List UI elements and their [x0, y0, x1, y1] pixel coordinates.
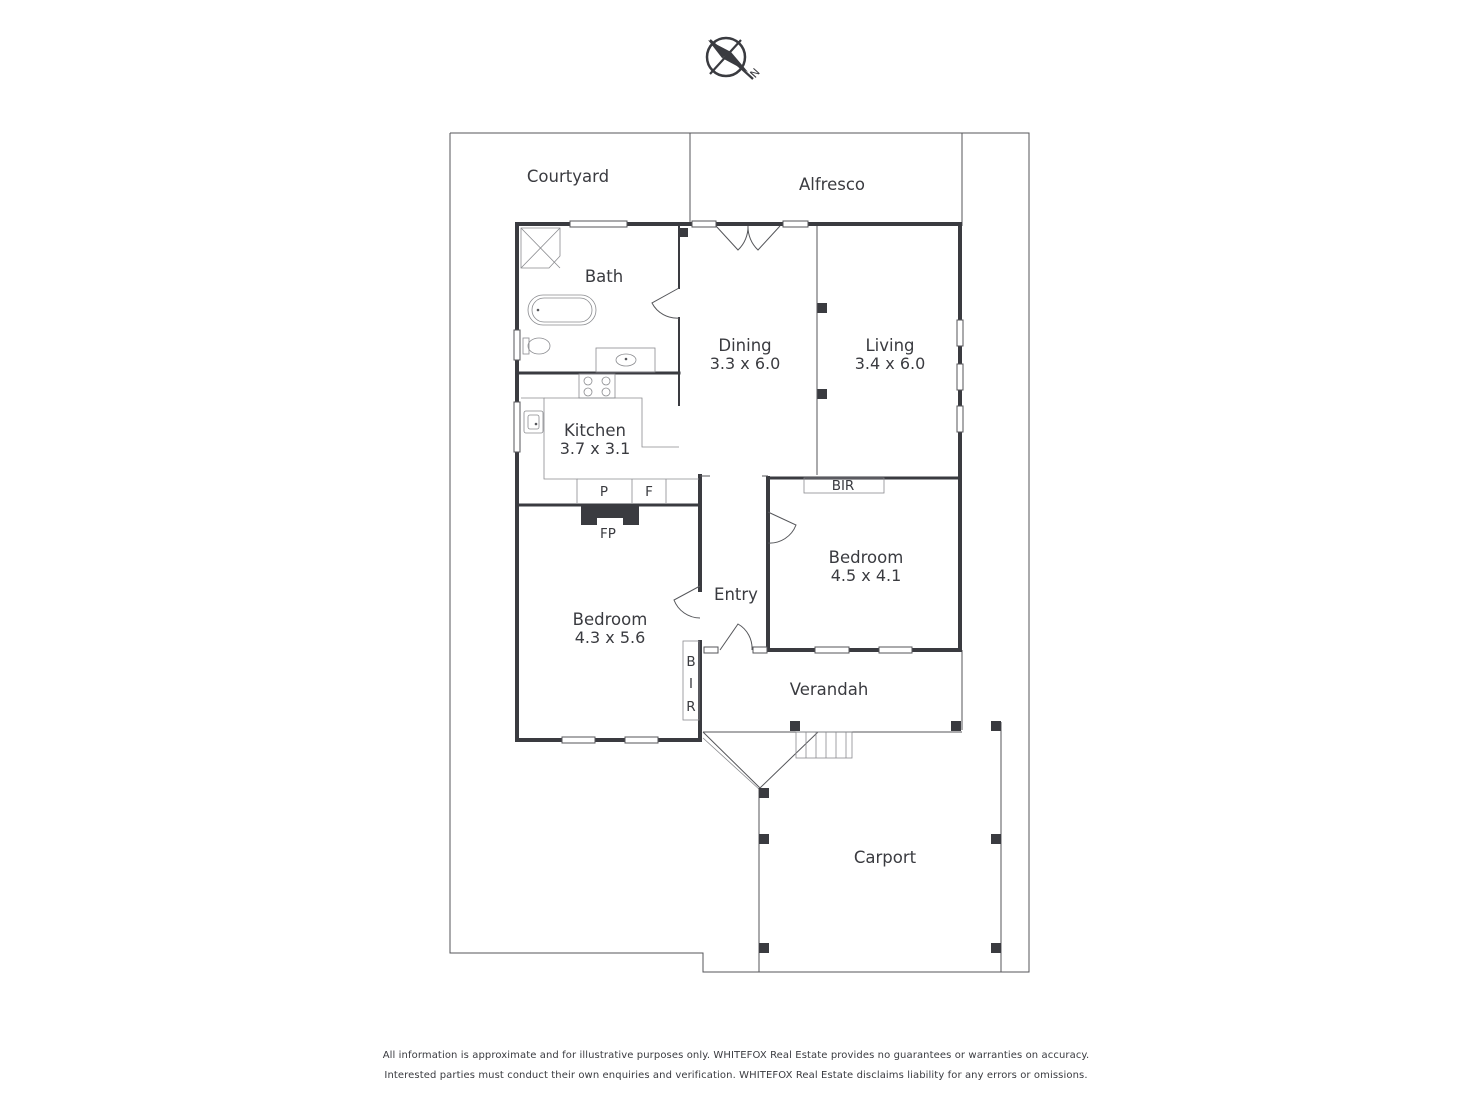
- room-label-bath: Bath: [585, 267, 623, 286]
- room-size-living: 3.4 x 6.0: [855, 354, 926, 373]
- fixture-label-bir-west-r: R: [686, 699, 695, 715]
- room-label-entry: Entry: [714, 585, 758, 604]
- room-label-bedroom-east: Bedroom: [829, 548, 904, 567]
- room-label-alfresco: Alfresco: [799, 175, 865, 194]
- room-label-courtyard: Courtyard: [527, 167, 609, 186]
- carport-outline: [758, 722, 1002, 972]
- room-size-bedroom-west: 4.3 x 5.6: [575, 628, 646, 647]
- fireplace-icon: [581, 506, 639, 525]
- room-size-dining: 3.3 x 6.0: [710, 354, 781, 373]
- fixture-label-fireplace: FP: [600, 526, 616, 542]
- bath-vanity-icon: [595, 347, 656, 373]
- room-label-verandah: Verandah: [790, 680, 869, 699]
- built-in-robe-east: [803, 477, 885, 494]
- room-size-bedroom-east: 4.5 x 4.1: [831, 566, 902, 585]
- built-in-robe-west: [682, 640, 700, 721]
- bathtub-icon: [527, 294, 597, 326]
- fixture-label-fridge: F: [645, 484, 653, 500]
- doors: [651, 225, 797, 651]
- room-label-carport: Carport: [854, 848, 917, 867]
- cooktop-icon: [578, 373, 616, 399]
- exterior-walls: [515, 222, 962, 742]
- toilet-icon: [522, 337, 551, 355]
- fixture-label-bir-west-b: B: [686, 654, 695, 670]
- kitchen-sink-icon: [523, 410, 544, 434]
- shower-icon: [520, 227, 561, 269]
- room-label-kitchen: Kitchen: [564, 421, 626, 440]
- room-label-bedroom-west: Bedroom: [573, 610, 648, 629]
- room-label-living: Living: [865, 336, 914, 355]
- north-arrow-icon: N: [705, 36, 763, 81]
- verandah-outline: [702, 731, 962, 791]
- disclaimer-line-1: All information is approximate and for i…: [382, 1050, 1090, 1061]
- verandah-steps: [795, 731, 853, 759]
- room-label-dining: Dining: [718, 336, 771, 355]
- fixture-label-bir-east: BIR: [832, 478, 855, 494]
- compass-label: N: [748, 66, 763, 81]
- windows: [513, 220, 964, 744]
- fixture-label-bir-west-i: I: [689, 676, 693, 692]
- disclaimer-line-2: Interested parties must conduct their ow…: [384, 1070, 1088, 1081]
- fixture-label-pantry: P: [600, 484, 608, 500]
- posts: [679, 228, 1001, 953]
- site-boundary: [449, 132, 1030, 973]
- room-size-kitchen: 3.7 x 3.1: [560, 439, 631, 458]
